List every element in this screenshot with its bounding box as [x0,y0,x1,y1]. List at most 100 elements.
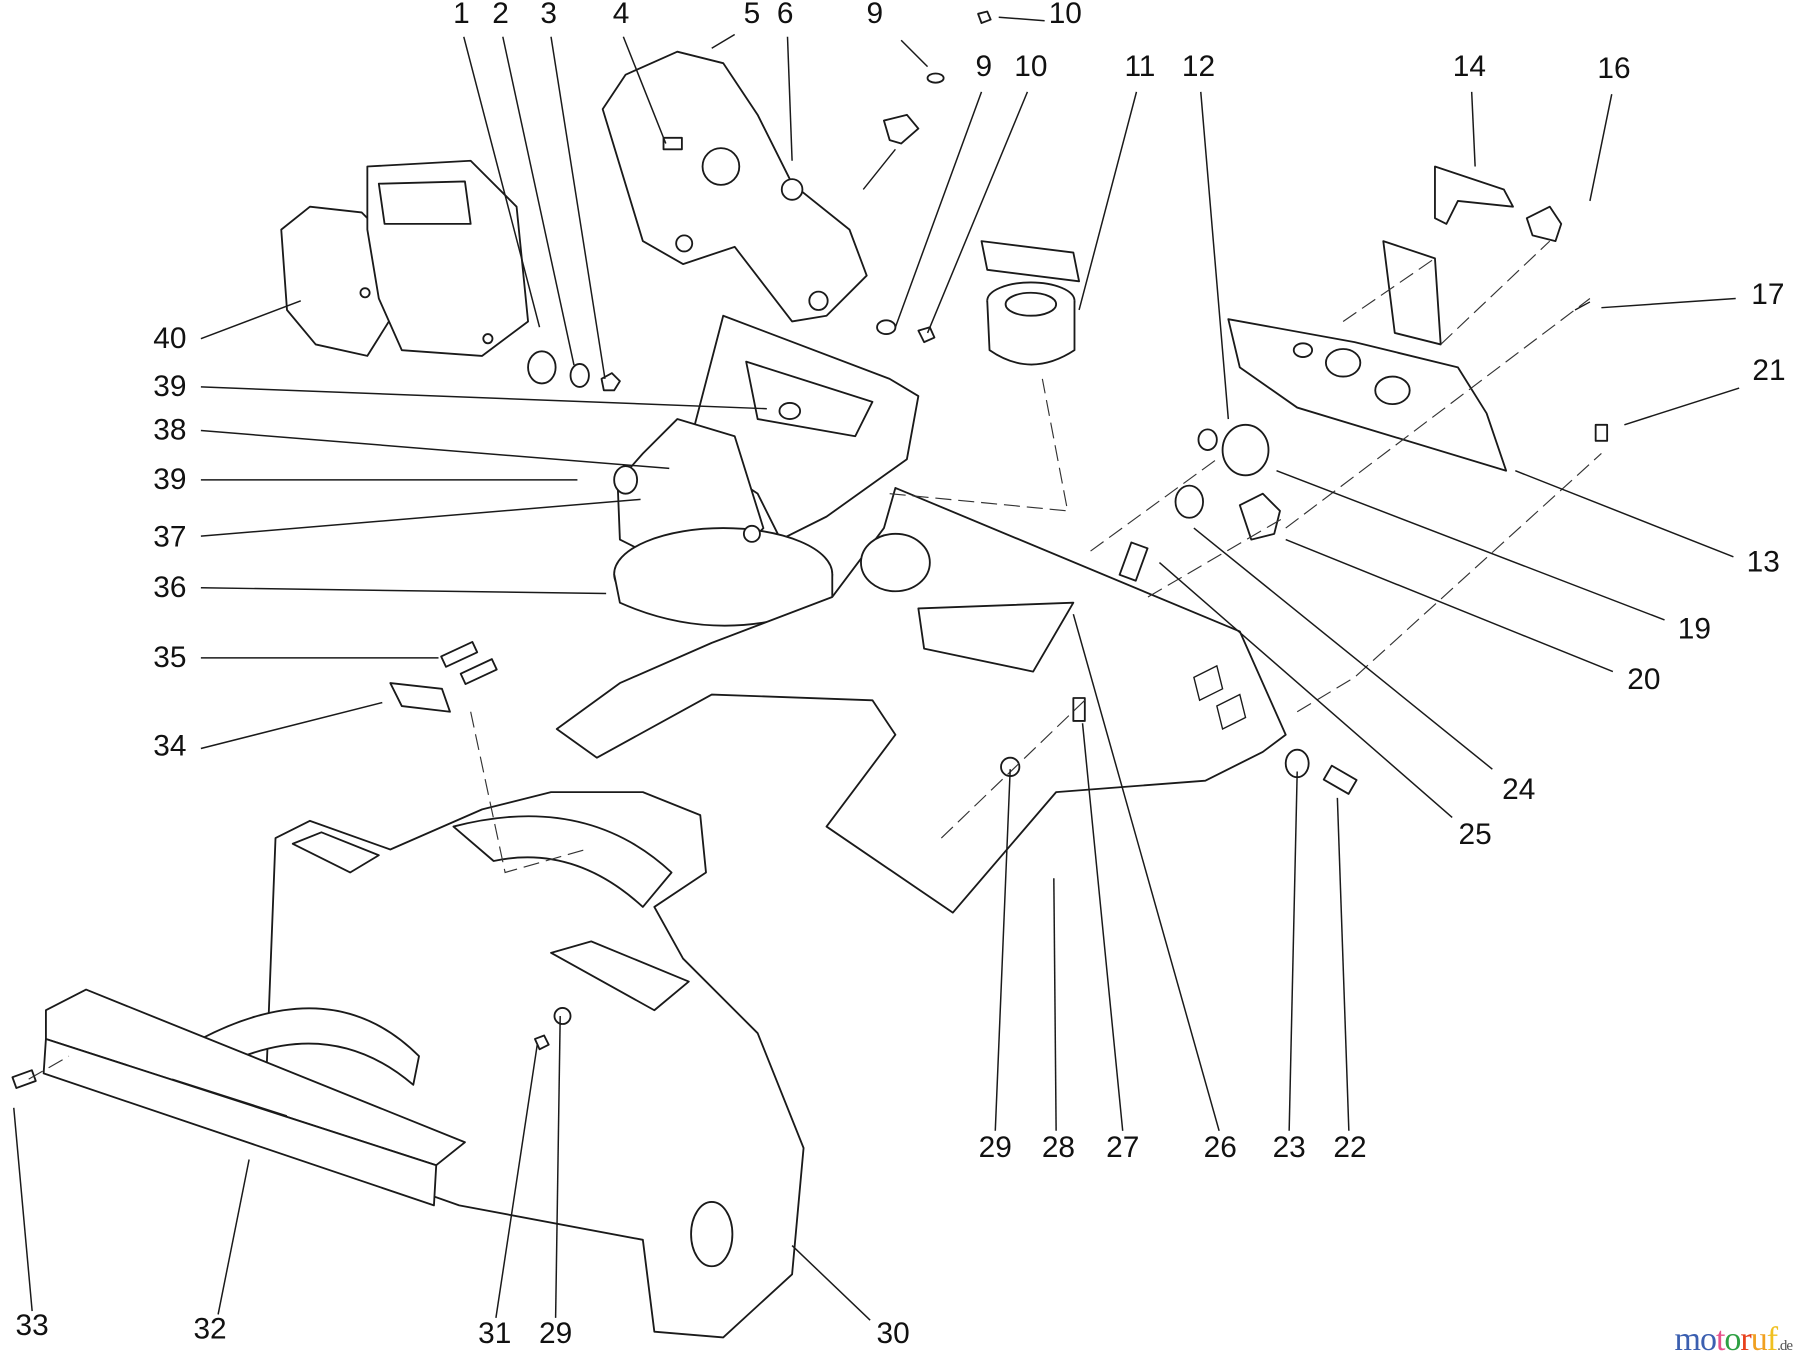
scraper-bar-part [42,988,466,1207]
callout-label-27: 27 [1106,1131,1139,1164]
callout-label-37: 37 [153,520,186,553]
bezel-part [1221,423,1270,477]
watermark-letter: t [1715,1321,1726,1358]
nut-part [977,10,992,24]
callout-label-29: 29 [979,1131,1012,1164]
deflector-part [280,159,529,357]
callout-label-21: 21 [1752,354,1785,387]
leader-line [622,36,667,144]
switch-part [1238,492,1281,541]
callout-label-13: 13 [1747,546,1780,579]
callout-label-10: 10 [1049,0,1082,30]
callout-label-25: 25 [1459,818,1492,851]
watermark-letter: r [1740,1321,1751,1358]
callout-label-19: 19 [1678,612,1711,645]
handle-part [1434,165,1514,225]
callout-label-9: 9 [976,50,993,83]
bolt-part [11,1069,37,1089]
leader-line [1624,387,1740,426]
primer-part [1174,484,1204,519]
washer-part [527,350,557,385]
leader-line [495,1044,538,1319]
callout-label-5: 5 [744,0,761,30]
lever-part [389,682,451,713]
callout-label-11: 11 [1124,50,1155,83]
leader-line [1200,91,1230,420]
spring-part [459,658,498,685]
callout-label-30: 30 [877,1317,910,1350]
callout-label-26: 26 [1204,1131,1237,1164]
callout-label-6: 6 [777,0,794,30]
callout-label-34: 34 [153,729,186,762]
leader-line [1276,470,1665,621]
callout-label-32: 32 [193,1313,226,1346]
leader-line [1288,771,1298,1131]
bracket-part [1382,240,1442,346]
callout-label-23: 23 [1273,1131,1306,1164]
watermark-suffix: .de [1777,1338,1793,1354]
callout-label-24: 24 [1502,773,1535,806]
knob-part [883,113,920,145]
leader-line [217,1159,250,1315]
callout-label-29: 29 [539,1317,572,1350]
callout-label-10: 10 [1014,50,1047,83]
clip-part [1594,423,1609,442]
callout-label-2: 2 [492,0,509,30]
leader-line [200,300,302,340]
leader-line [926,91,1029,334]
assembly-guide-lines [28,240,1602,1080]
light-part [1525,205,1563,243]
washer-part [569,363,590,388]
callout-label-9: 9 [866,0,883,30]
leader-line [200,701,383,750]
callout-label-40: 40 [153,322,186,355]
callout-label-31: 31 [478,1317,511,1350]
watermark-letter: o [1699,1321,1717,1358]
callout-label-16: 16 [1597,52,1630,85]
callout-label-20: 20 [1627,663,1660,696]
chute-bracket-part [601,50,868,323]
washer-part [553,1007,572,1025]
leader-line [1285,538,1614,673]
callout-label-39: 39 [153,370,186,403]
callout-label-14: 14 [1453,50,1486,83]
callout-label-3: 3 [540,0,557,30]
callout-label-39: 39 [153,463,186,496]
leader-line [463,36,541,328]
auger-housing-part [199,791,805,1339]
washer-part [876,319,897,336]
leader-line [1470,91,1476,167]
leader-line [1601,297,1736,309]
plug-part [1197,428,1218,451]
callout-label-36: 36 [153,571,186,604]
leader-line [1158,561,1453,818]
watermark-letter: u [1750,1321,1768,1358]
watermark-logo: motoruf.de [1674,1321,1793,1359]
bolt-part [1072,697,1086,722]
leader-line [1053,878,1057,1131]
callout-label-12: 12 [1182,50,1215,83]
fuel-cap-part [986,281,1076,366]
leader-line [1072,613,1220,1131]
leader-line [900,39,929,68]
leader-line [200,429,670,470]
leader-line [1193,527,1493,770]
nut-part [917,326,936,344]
leader-line [1589,94,1613,202]
housing-top-part [555,487,1287,914]
leader-line [554,1015,561,1318]
leader-line [1336,797,1350,1131]
callout-label-17: 17 [1751,278,1784,311]
watermark-letter: m [1674,1321,1701,1358]
leader-line [711,33,736,49]
leader-line [502,36,575,366]
key-part [1118,541,1149,582]
leader-line [994,769,1011,1131]
leader-line [200,386,767,410]
leader-line [998,16,1045,22]
watermark-letter: o [1724,1321,1741,1358]
watermark-letter: f [1766,1321,1778,1358]
leader-line [791,1245,871,1321]
